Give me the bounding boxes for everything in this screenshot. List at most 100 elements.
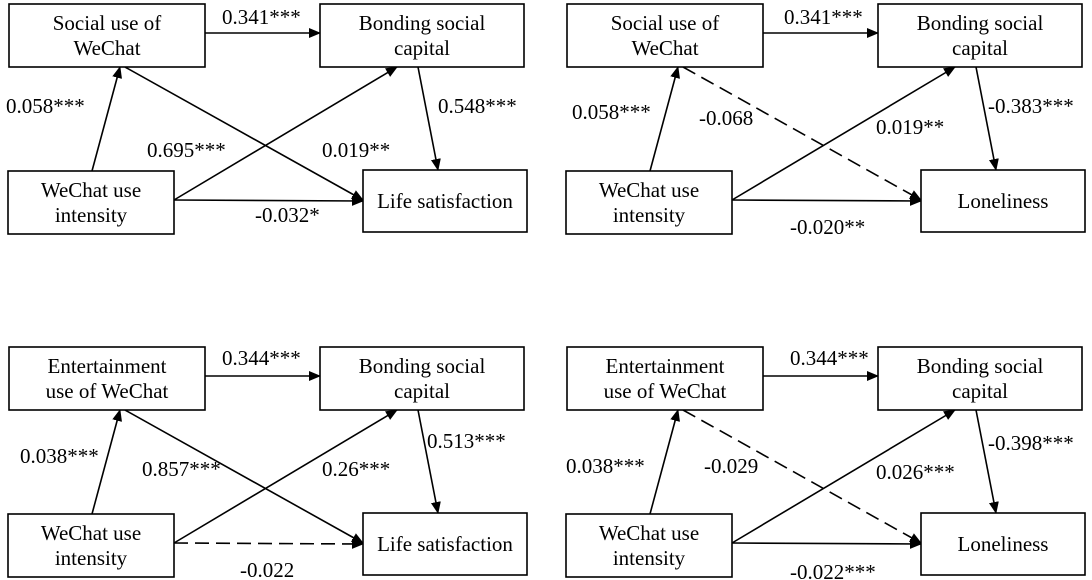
node-box-intensity	[565, 170, 733, 235]
node-label-bonding-line-1: Bonding social	[917, 11, 1044, 35]
node-box-usage	[8, 3, 206, 68]
coefficient-label-bonding-to-outcome: -0.383***	[988, 94, 1074, 118]
node-label-bonding-line-1: Bonding social	[359, 354, 486, 378]
path-arrow-intensity-to-outcome	[173, 538, 364, 549]
path-arrow-bonding-to-outcome	[417, 409, 441, 514]
path-arrow-intensity-to-bonding	[731, 66, 956, 201]
node-label-outcome-line-1: Life satisfaction	[377, 532, 513, 556]
path-arrow-intensity-to-usage	[649, 66, 680, 172]
node-label-usage-line-1: Entertainment	[48, 354, 167, 378]
node-box-outcome	[362, 512, 528, 576]
node-label-intensity-line-1: WeChat use	[41, 178, 141, 202]
node-box-usage	[566, 3, 764, 68]
path-arrow-intensity-to-outcome	[173, 195, 364, 206]
coefficient-label-intensity-to-outcome: -0.022***	[790, 560, 876, 580]
coefficient-label-intensity-to-usage: 0.038***	[20, 444, 99, 468]
node-label-bonding-line-2: capital	[952, 36, 1008, 60]
node-label-bonding-line-1: Bonding social	[359, 11, 486, 35]
node-box-bonding	[877, 346, 1083, 411]
path-arrow-intensity-to-bonding	[173, 66, 398, 201]
node-label-usage-line-2: WeChat	[73, 36, 140, 60]
node-box-bonding	[319, 3, 525, 68]
path-arrow-intensity-to-bonding	[731, 409, 956, 544]
path-arrow-intensity-to-usage	[649, 409, 680, 515]
coefficient-label-intensity-to-bonding: 0.26***	[322, 457, 390, 481]
path-arrow-usage-to-outcome	[124, 409, 364, 544]
node-label-usage-line-2: use of WeChat	[604, 379, 727, 403]
node-label-bonding-line-2: capital	[952, 379, 1008, 403]
node-label-bonding-line-2: capital	[394, 379, 450, 403]
path-arrow-intensity-to-bonding	[173, 409, 398, 544]
node-label-bonding-line-2: capital	[394, 36, 450, 60]
coefficient-label-intensity-to-outcome: -0.022	[240, 558, 294, 580]
node-label-bonding-line-1: Bonding social	[917, 354, 1044, 378]
node-box-usage	[566, 346, 764, 411]
path-arrow-bonding-to-outcome	[417, 66, 441, 171]
coefficient-label-intensity-to-usage: 0.058***	[572, 100, 651, 124]
node-label-intensity-line-2: intensity	[55, 546, 128, 570]
path-arrow-usage-to-outcome	[682, 409, 922, 544]
path-arrow-usage-to-outcome	[124, 66, 364, 201]
node-box-intensity	[7, 170, 175, 235]
node-label-usage-line-1: Entertainment	[606, 354, 725, 378]
coefficient-label-usage-to-outcome: -0.029	[704, 454, 758, 478]
node-box-intensity	[7, 513, 175, 578]
path-arrow-bonding-to-outcome	[975, 66, 999, 171]
coefficient-label-intensity-to-usage: 0.038***	[566, 454, 645, 478]
coefficient-label-usage-to-bonding: 0.341***	[222, 5, 301, 29]
node-outcome: Life satisfaction	[362, 169, 528, 233]
coefficient-label-intensity-to-bonding: 0.019**	[876, 115, 944, 139]
node-outcome: Loneliness	[920, 512, 1086, 576]
coefficient-label-bonding-to-outcome: 0.513***	[427, 429, 506, 453]
node-outcome: Life satisfaction	[362, 512, 528, 576]
node-outcome: Loneliness	[920, 169, 1086, 233]
coefficient-label-bonding-to-outcome: 0.548***	[438, 94, 517, 118]
node-box-outcome	[920, 512, 1086, 576]
path-arrow-intensity-to-usage	[91, 409, 122, 515]
coefficient-label-bonding-to-outcome: -0.398***	[988, 431, 1074, 455]
node-box-bonding	[319, 346, 525, 411]
coefficient-label-usage-to-bonding: 0.344***	[222, 346, 301, 370]
coefficient-label-intensity-to-bonding: 0.026***	[876, 460, 955, 484]
node-label-usage-line-1: Social use of	[53, 11, 161, 35]
coefficient-label-usage-to-bonding: 0.341***	[784, 5, 863, 29]
node-label-outcome-line-1: Loneliness	[958, 189, 1049, 213]
node-box-intensity	[565, 513, 733, 578]
coefficient-label-usage-to-outcome: -0.068	[699, 106, 753, 130]
coefficient-label-intensity-to-outcome: -0.032*	[255, 203, 320, 227]
node-box-usage	[8, 346, 206, 411]
node-label-intensity-line-1: WeChat use	[599, 521, 699, 545]
node-label-usage-line-2: use of WeChat	[46, 379, 169, 403]
node-label-outcome-line-1: Life satisfaction	[377, 189, 513, 213]
coefficient-label-intensity-to-usage: 0.058***	[6, 94, 85, 118]
node-label-intensity-line-1: WeChat use	[41, 521, 141, 545]
node-label-intensity-line-2: intensity	[613, 203, 686, 227]
coefficient-label-usage-to-outcome: 0.695***	[147, 138, 226, 162]
node-box-outcome	[362, 169, 528, 233]
node-label-intensity-line-1: WeChat use	[599, 178, 699, 202]
coefficient-label-usage-to-bonding: 0.344***	[790, 346, 869, 370]
path-arrow-bonding-to-outcome	[975, 409, 999, 514]
node-box-outcome	[920, 169, 1086, 233]
path-arrow-intensity-to-usage	[91, 66, 122, 172]
path-arrow-intensity-to-outcome	[731, 195, 922, 206]
coefficient-label-intensity-to-bonding: 0.019**	[322, 138, 390, 162]
node-label-intensity-line-2: intensity	[613, 546, 686, 570]
node-label-usage-line-1: Social use of	[611, 11, 719, 35]
node-label-intensity-line-2: intensity	[55, 203, 128, 227]
